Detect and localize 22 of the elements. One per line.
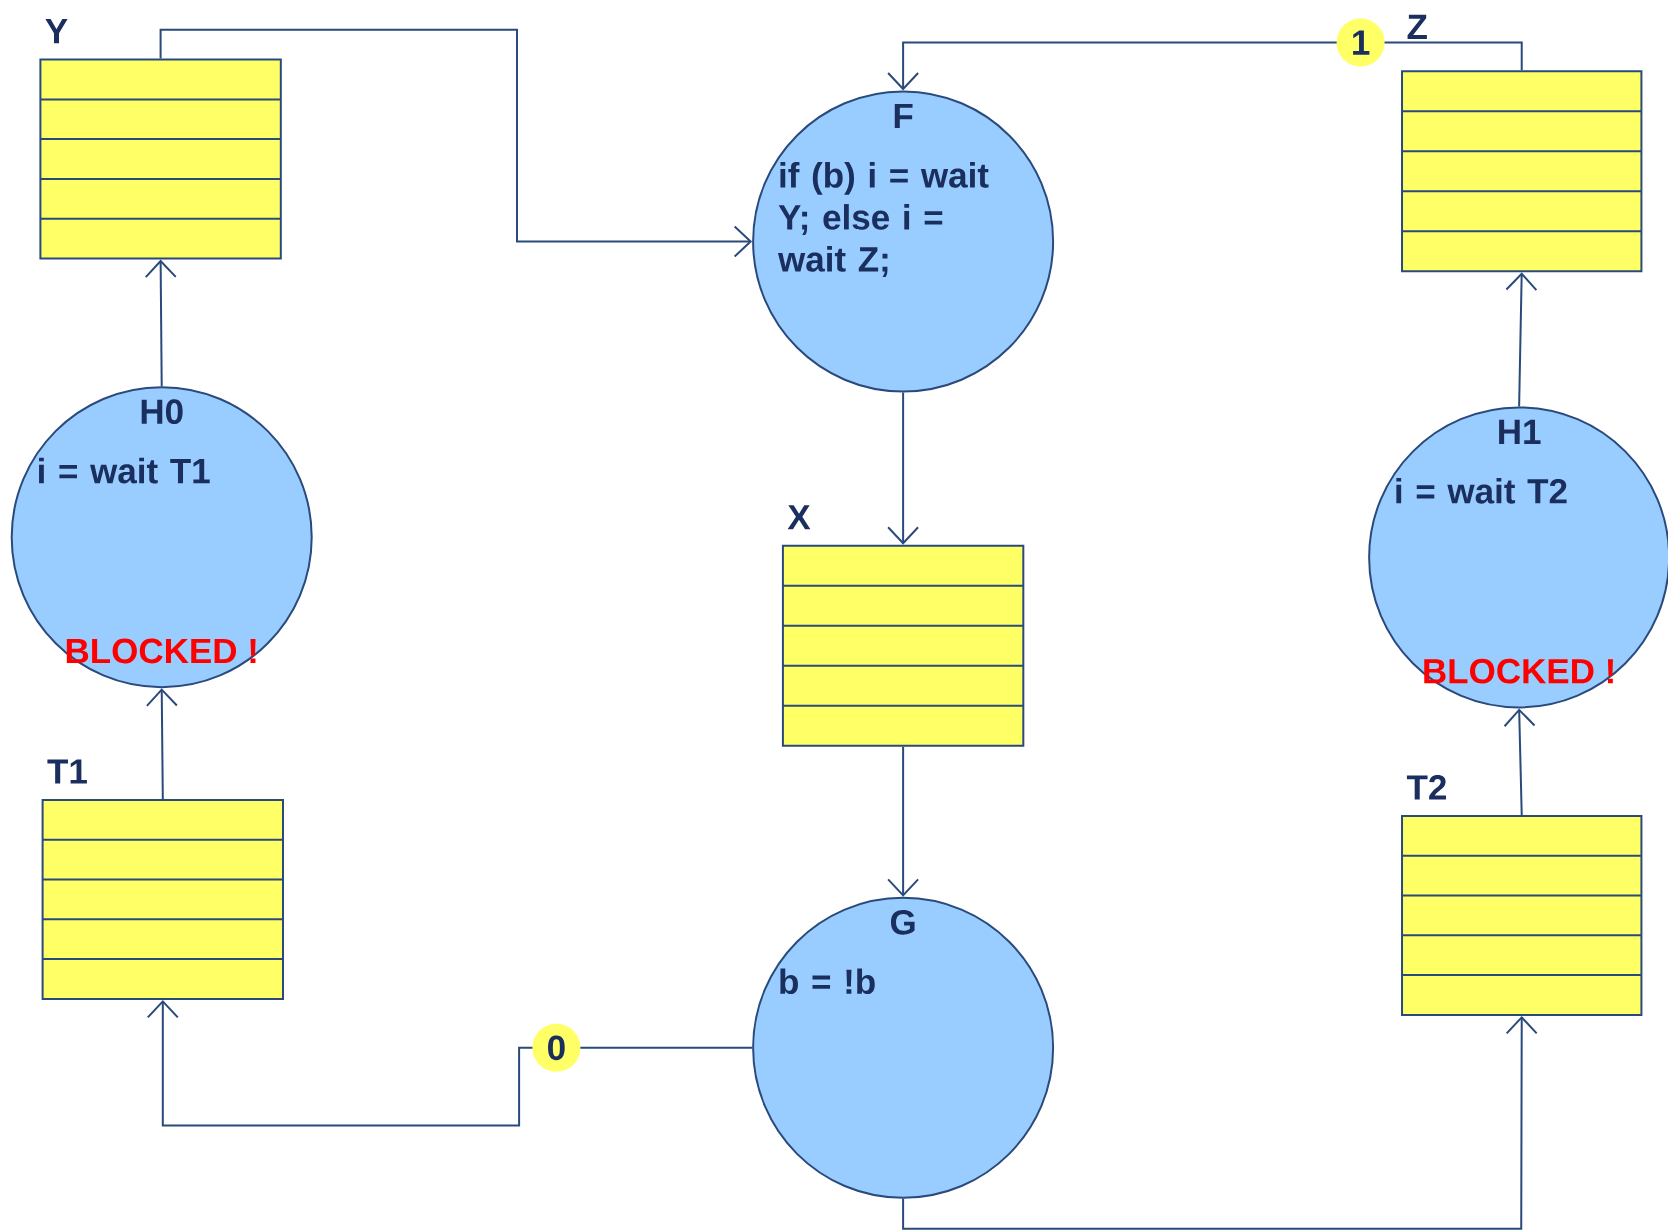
- node-label: T2: [1406, 775, 1446, 800]
- edge-label: 0: [532, 1023, 581, 1072]
- queue-box: Y: [39, 17, 282, 260]
- queue-box: T1: [41, 757, 284, 1000]
- node-label: Z: [1407, 14, 1427, 39]
- arrow: [144, 259, 177, 388]
- queue-box: Z: [1401, 12, 1643, 273]
- node-label: Y: [45, 19, 68, 44]
- queue-box: X: [781, 503, 1025, 747]
- edge-label: 1: [1336, 18, 1385, 67]
- arrow: [1505, 272, 1538, 408]
- arrow: [146, 999, 754, 1127]
- arrow: [887, 41, 1523, 91]
- node-label: X: [787, 505, 811, 530]
- arrow: [902, 1015, 1538, 1230]
- node-label: T1: [47, 759, 87, 784]
- arrow: [887, 391, 920, 545]
- arrow: [887, 745, 920, 897]
- queue-box: T2: [1401, 773, 1643, 1016]
- arrow: [1503, 708, 1536, 816]
- arrow: [145, 688, 178, 800]
- arrow: [159, 28, 753, 258]
